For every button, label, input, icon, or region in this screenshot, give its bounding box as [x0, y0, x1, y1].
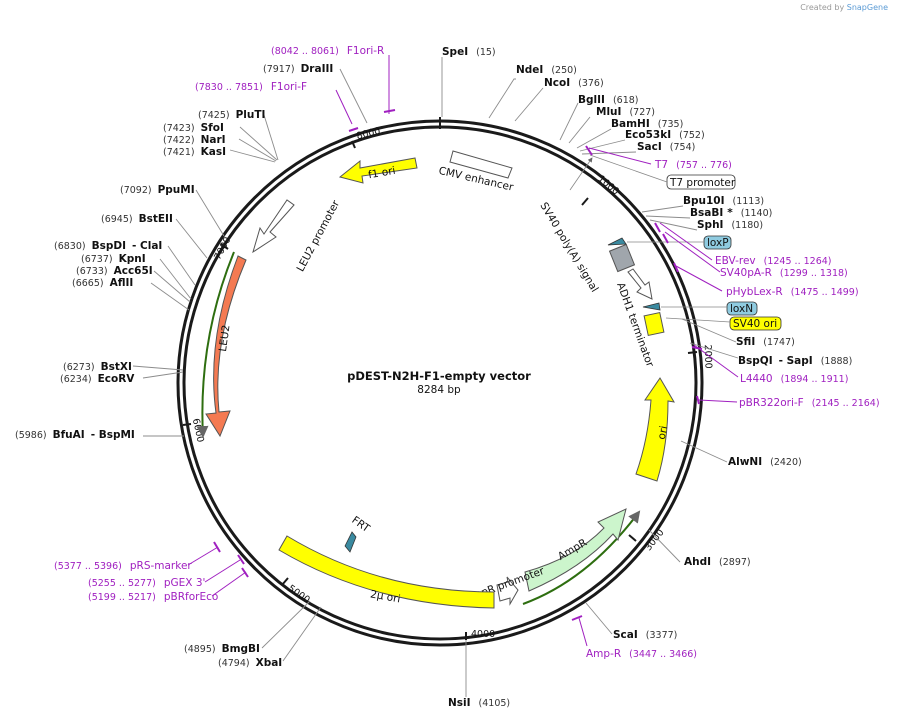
ori-feature[interactable] — [635, 377, 675, 482]
enzyme-bspqi[interactable]: BspQI- SapI(1888) — [738, 355, 852, 367]
primer-f1orif[interactable]: (7830 .. 7851)F1ori-F — [195, 81, 307, 93]
enzyme-alwni[interactable]: AlwNI(2420) — [728, 456, 802, 468]
credit-prefix: Created by — [800, 3, 845, 12]
ampr-orf-arc — [522, 510, 641, 605]
sv40-polya-label: SV40 poly(A) signal — [537, 200, 600, 294]
primer-ampr[interactable]: Amp-R(3447 .. 3466) — [586, 648, 697, 660]
sv40-ori-badge — [729, 316, 782, 331]
enzyme-mlui[interactable]: MluI(727) — [596, 106, 655, 118]
enzyme-ppumi[interactable]: (7092)PpuMI — [120, 184, 195, 196]
plasmid-length: 8284 bp — [417, 384, 461, 396]
backbone-inner — [182, 125, 698, 641]
adh1-terminator-feature[interactable] — [627, 268, 653, 300]
enzyme-labels: SpeI(15) NdeI(250) NcoI(376) BglII(618) … — [15, 46, 852, 709]
leu2-feature[interactable] — [205, 255, 247, 438]
leu2-orf-arc — [196, 251, 235, 438]
cmv-enhancer-feature[interactable] — [449, 150, 513, 179]
primer-sv40par[interactable]: SV40pA-R(1299 .. 1318) — [720, 267, 848, 279]
loxp-feature[interactable] — [607, 237, 627, 246]
sv40-ori-label: SV40 ori — [733, 318, 777, 330]
ampr-feature[interactable] — [524, 508, 627, 592]
primer-prsmarker[interactable]: (5377 .. 5396)pRS-marker — [54, 560, 192, 572]
loxp-label: loxP — [707, 237, 729, 249]
primer-pbrforeco[interactable]: (5199 .. 5217)pBRforEco — [88, 591, 218, 603]
primer-ebvrev[interactable]: EBV-rev(1245 .. 1264) — [715, 255, 832, 267]
enzyme-aflii[interactable]: (6665)AflII — [72, 277, 133, 289]
primer-labels: (8042 .. 8061)F1ori-R (7830 .. 7851)F1or… — [54, 45, 880, 660]
f1-ori-feature[interactable] — [338, 157, 418, 184]
loxp-badge — [703, 235, 732, 250]
frt-feature[interactable] — [344, 531, 357, 553]
enzyme-kasi[interactable]: (7421)KasI — [163, 146, 226, 158]
enzyme-ecorv[interactable]: (6234)EcoRV — [60, 373, 135, 385]
plasmid-name: pDEST-N2H-F1-empty vector — [347, 369, 531, 383]
enzyme-eco53ki[interactable]: Eco53kI(752) — [625, 129, 705, 141]
enzyme-nari[interactable]: (7422)NarI — [163, 134, 226, 146]
enzyme-ncoi[interactable]: NcoI(376) — [544, 77, 604, 89]
scale-ticks — [182, 117, 698, 640]
loxn-badge — [726, 301, 758, 316]
ori-label: ori — [656, 425, 671, 441]
enzyme-bsteii[interactable]: (6945)BstEII — [101, 213, 173, 225]
f1-ori-label: f1 ori — [367, 165, 396, 182]
leu2-label: LEU2 — [217, 324, 233, 352]
enzyme-bspdi[interactable]: (6830)BspDI- ClaI — [54, 240, 162, 252]
leu2-promoter-label: LEU2 promoter — [295, 198, 343, 274]
enzyme-ndei[interactable]: NdeI(250) — [516, 64, 577, 76]
primer-leaders — [187, 55, 739, 647]
frt-label: FRT — [349, 514, 372, 535]
enzyme-kpni[interactable]: (6737)KpnI — [81, 253, 146, 265]
enzyme-bpu10i[interactable]: Bpu10I(1113) — [683, 195, 764, 207]
enzyme-bglii[interactable]: BglII(618) — [578, 94, 638, 106]
primer-l4440[interactable]: L4440(1894 .. 1911) — [740, 373, 848, 385]
enzyme-scai[interactable]: ScaI(3377) — [613, 629, 677, 641]
enzyme-bamhi[interactable]: BamHI(735) — [611, 118, 683, 130]
enzyme-ahdi[interactable]: AhdI(2897) — [684, 556, 751, 568]
enzyme-spei[interactable]: SpeI(15) — [442, 46, 496, 58]
primer-phyblexr[interactable]: pHybLex-R(1475 .. 1499) — [726, 286, 859, 298]
tick-2000: 2000 — [702, 344, 714, 369]
primer-pbr322orif[interactable]: pBR322ori-F(2145 .. 2164) — [739, 397, 880, 409]
primer-t7[interactable]: T7(757 .. 776) — [654, 159, 732, 171]
enzyme-sfii[interactable]: SfiI(1747) — [736, 336, 795, 348]
enzyme-acc65i[interactable]: (6733)Acc65I — [76, 265, 153, 277]
enzyme-draiii[interactable]: (7917)DraIII — [263, 63, 333, 75]
enzyme-sfoi[interactable]: (7423)SfoI — [163, 122, 224, 134]
ampr-promoter-feature[interactable] — [496, 576, 519, 606]
leu2-promoter-feature[interactable] — [252, 199, 295, 254]
t7-promoter-label: T7 promoter — [669, 177, 736, 189]
backbone-outer — [176, 119, 704, 647]
enzyme-bsabi[interactable]: BsaBI*(1140) — [690, 207, 772, 219]
enzyme-sphi[interactable]: SphI(1180) — [697, 219, 763, 231]
enzyme-bfuai[interactable]: (5986)BfuAI- BspMI — [15, 429, 135, 441]
enzyme-leaders — [132, 57, 739, 697]
sv40-polya-feature[interactable] — [608, 243, 636, 273]
sv40-ori-feature[interactable] — [643, 311, 665, 337]
snapgene-credit: Created by SnapGene — [800, 3, 888, 12]
tick-8000: 8000 — [355, 126, 381, 143]
two-mu-ori-feature[interactable] — [278, 535, 495, 609]
enzyme-bstxi[interactable]: (6273)BstXI — [63, 361, 132, 373]
primer-pgex3[interactable]: (5255 .. 5277)pGEX 3' — [88, 577, 205, 589]
snapgene-logo: SnapGene — [846, 3, 888, 12]
enzyme-nsii[interactable]: NsiI(4105) — [448, 697, 510, 709]
enzyme-bmgbi[interactable]: (4895)BmgBI — [184, 643, 260, 655]
enzyme-pluti[interactable]: (7425)PluTI — [198, 109, 265, 121]
enzyme-xbai[interactable]: (4794)XbaI — [218, 657, 282, 669]
two-mu-ori-label: 2μ ori — [369, 588, 401, 605]
enzyme-saci[interactable]: SacI(754) — [637, 141, 695, 153]
tick-1000: 1000 — [595, 173, 621, 197]
loxn-label: loxN — [730, 303, 753, 315]
tick-4000: 4000 — [471, 629, 495, 640]
loxn-feature[interactable] — [642, 302, 661, 311]
tick-3000: 3000 — [643, 527, 667, 553]
primer-f1orir[interactable]: (8042 .. 8061)F1ori-R — [271, 45, 384, 57]
